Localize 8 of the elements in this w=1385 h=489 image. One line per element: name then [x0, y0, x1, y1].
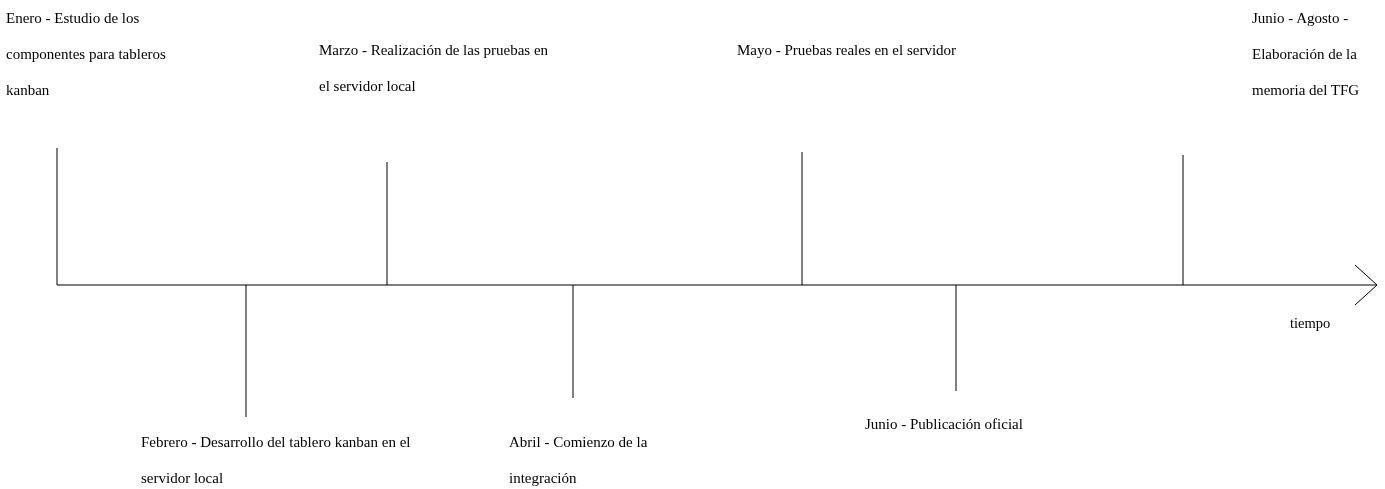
milestone-text: Abril - Comienzo de la integración	[509, 424, 709, 489]
milestone-text: Enero - Estudio de los componentes para tableros kanban	[6, 0, 181, 108]
milestone-text: Junio - Agosto - Elaboración de la memoria del TFG	[1252, 0, 1382, 108]
axis-label: tiempo	[1290, 315, 1331, 332]
milestone-text: Junio - Publicación oficial	[865, 406, 1105, 442]
milestone-text: Febrero - Desarrollo del tablero kanban en el servidor local	[141, 424, 416, 489]
milestone-text: Mayo - Pruebas reales en el servidor	[737, 32, 982, 68]
milestone-text: Marzo - Realización de las pruebas en el servidor local	[319, 32, 554, 104]
